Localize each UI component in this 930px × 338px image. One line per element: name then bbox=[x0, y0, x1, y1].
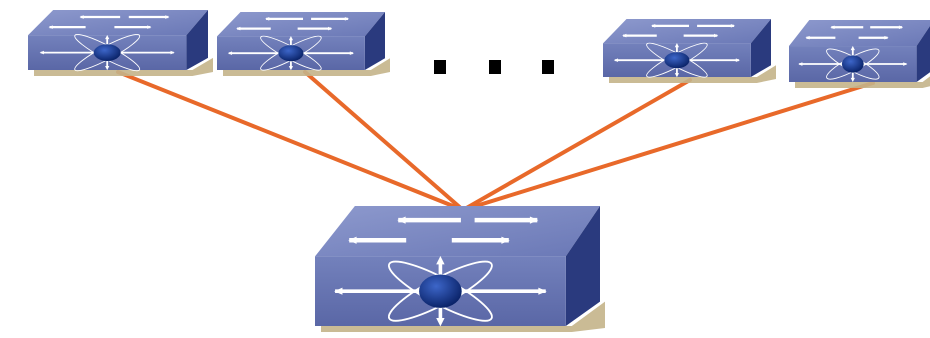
link-line-1 bbox=[116, 70, 465, 212]
access-switch-3[interactable] bbox=[603, 19, 776, 83]
link-line-2 bbox=[303, 70, 465, 212]
access-switch-4[interactable] bbox=[789, 20, 930, 88]
traffic-arrows-icon bbox=[622, 24, 736, 38]
hub-icon bbox=[798, 45, 908, 83]
hub-icon bbox=[227, 35, 355, 71]
ellipsis-dot bbox=[542, 60, 554, 74]
hub-icon bbox=[613, 42, 741, 78]
link-line-4 bbox=[461, 81, 875, 212]
switches-layer bbox=[28, 10, 930, 332]
links-layer bbox=[116, 70, 875, 212]
link-line-3 bbox=[461, 78, 692, 212]
traffic-arrows-icon bbox=[805, 25, 904, 40]
ellipsis-dot bbox=[489, 60, 501, 74]
hub-icon bbox=[334, 255, 547, 327]
ellipsis-dot bbox=[434, 60, 446, 74]
core-switch[interactable] bbox=[315, 206, 605, 332]
access-switch-2[interactable] bbox=[217, 12, 390, 76]
traffic-arrows-icon bbox=[236, 17, 350, 31]
traffic-arrows-icon bbox=[48, 15, 170, 29]
access-switch-1[interactable] bbox=[28, 10, 213, 76]
more-switches-ellipsis bbox=[434, 60, 554, 74]
hub-icon bbox=[39, 34, 175, 72]
traffic-arrows-icon bbox=[348, 216, 539, 244]
